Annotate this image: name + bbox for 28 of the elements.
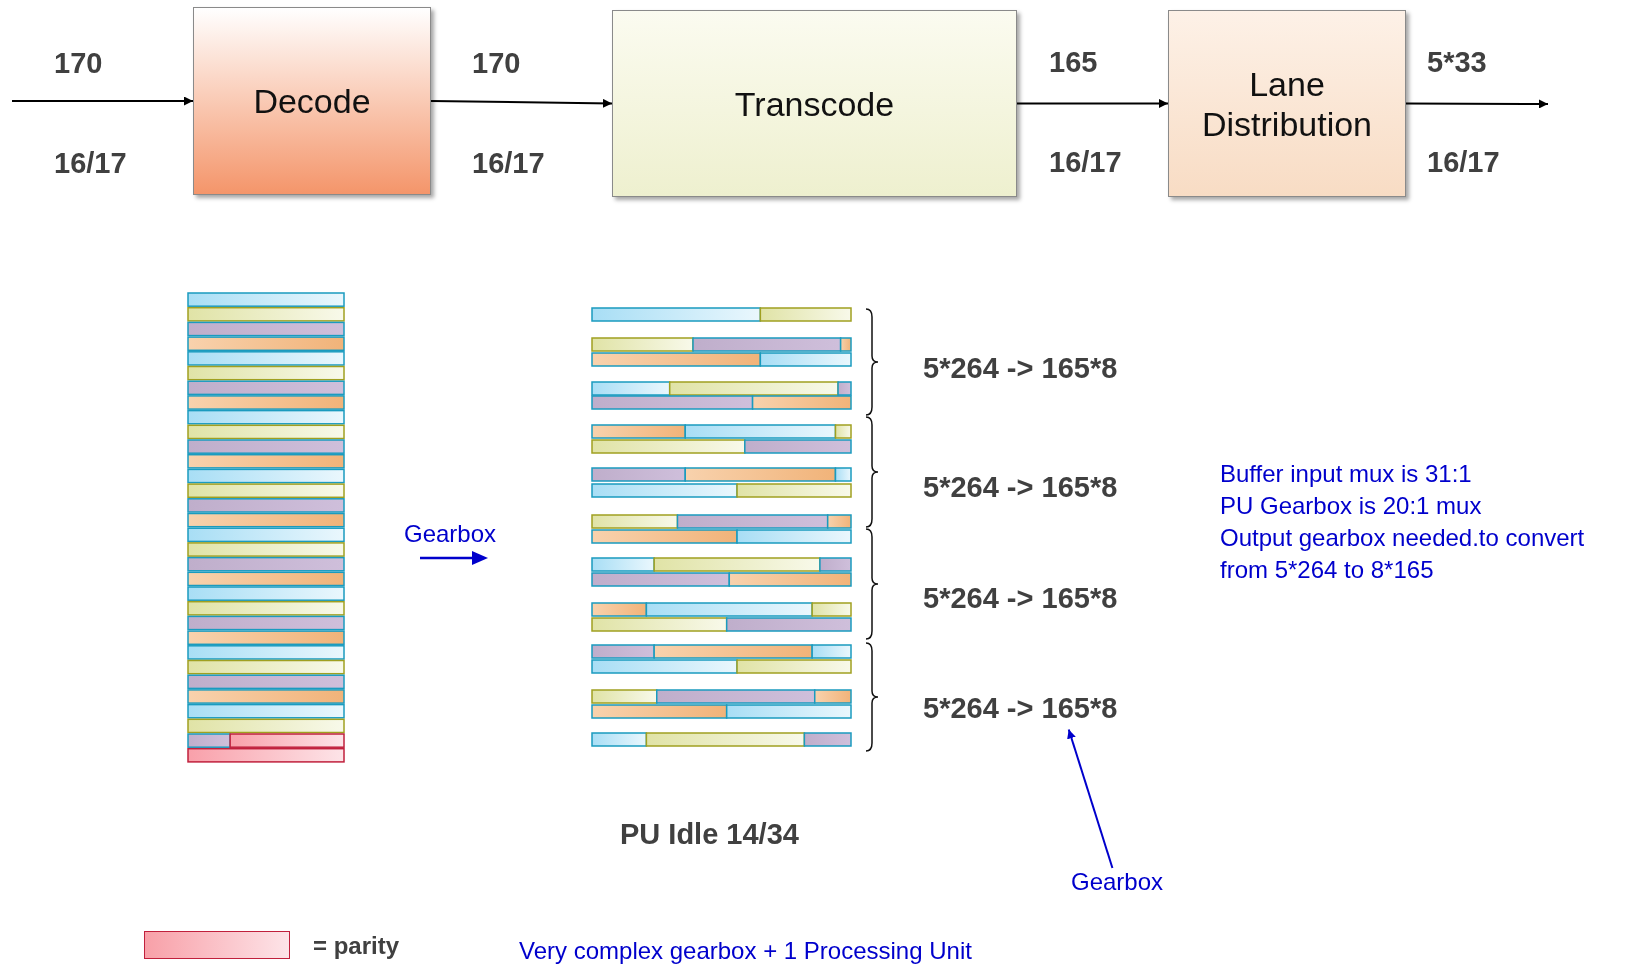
process-box: Transcode <box>612 10 1017 197</box>
arrow <box>430 98 613 108</box>
rate-label: 5*33 <box>1427 45 1487 79</box>
callout-text: Gearbox <box>1071 868 1164 896</box>
arrow <box>1067 728 1114 869</box>
ratio-label: 16/17 <box>472 146 545 180</box>
arrow <box>1016 99 1169 108</box>
caption-text: PU Idle 14/34 <box>620 817 799 851</box>
conversion-label: 5*264 -> 165*8 <box>923 691 1118 725</box>
conversion-label: 5*264 -> 165*8 <box>923 581 1118 615</box>
process-box: Lane Distribution <box>1168 10 1406 197</box>
annotation-text: Gearbox <box>404 519 497 549</box>
caption-text: Very complex gearbox + 1 Processing Unit <box>519 936 972 964</box>
ratio-label: 16/17 <box>1427 145 1500 179</box>
process-box: Decode <box>193 7 431 195</box>
ratio-label: 16/17 <box>54 146 127 180</box>
conversion-label: 5*264 -> 165*8 <box>923 351 1118 385</box>
rate-label: 170 <box>472 46 521 80</box>
arrow <box>11 96 194 106</box>
legend-text: = parity <box>313 932 400 960</box>
note-text: PU Gearbox is 20:1 mux <box>1220 491 1482 521</box>
note-text: Output gearbox needed.to convert from 5*264 to 8*165 <box>1220 523 1586 585</box>
rate-label: 165 <box>1049 45 1098 79</box>
rate-label: 170 <box>54 46 103 80</box>
arrow <box>1405 99 1549 109</box>
note-text: Buffer input mux is 31:1 <box>1220 459 1472 489</box>
conversion-label: 5*264 -> 165*8 <box>923 470 1118 504</box>
ratio-label: 16/17 <box>1049 145 1122 179</box>
